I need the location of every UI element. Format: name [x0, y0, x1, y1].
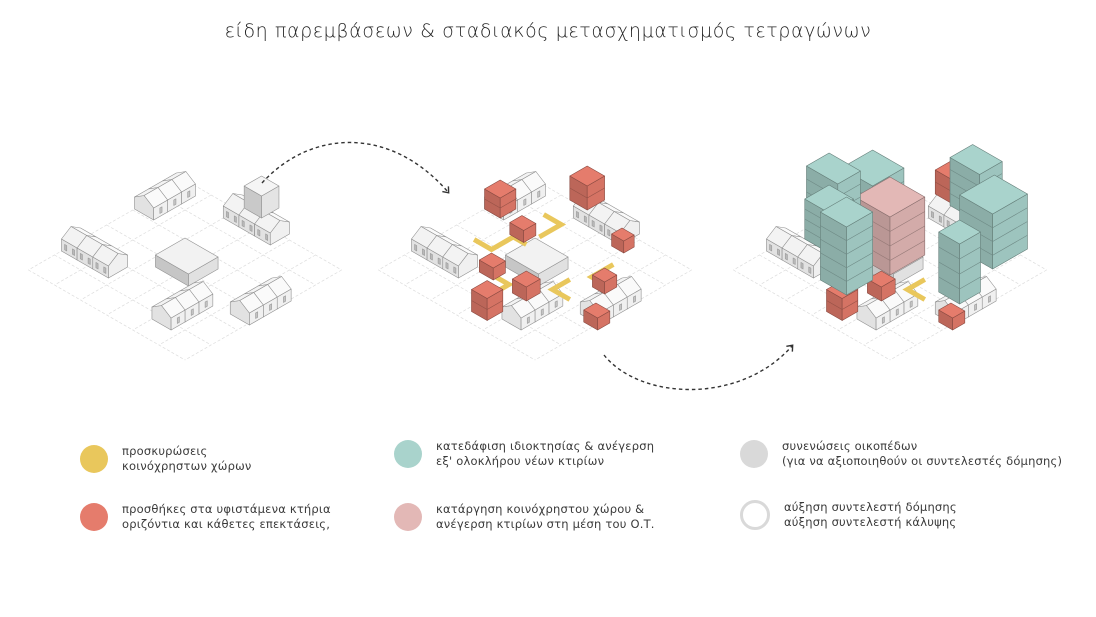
extension-red	[583, 302, 611, 331]
legend-line: (για να αξιοποιηθούν οι συντελεστές δόμη…	[782, 454, 1063, 468]
existing-house	[442, 244, 478, 279]
two-storey-house	[243, 175, 280, 219]
legend-line: κατεδάφιση ιδιοκτησίας & ανέγερση	[436, 439, 655, 453]
legend-line: κοινόχρηστων χώρων	[122, 459, 252, 473]
legend-line: συνενώσεις οικοπέδων	[782, 439, 918, 453]
extension-red	[484, 179, 517, 219]
existing-house	[501, 297, 536, 331]
legend-dot-grey	[740, 440, 768, 468]
legend-item-ring: αύξηση συντελεστή δόμησης αύξηση συντελε…	[740, 500, 957, 530]
diagram-title: είδη παρεμβάσεων & σταδιακός μετασχηματι…	[224, 20, 872, 42]
legend-label: κατεδάφιση ιδιοκτησίας & ανέγερση εξ' ολ…	[436, 439, 654, 469]
existing-house	[134, 187, 168, 221]
legend-label: προσθήκες στα υφιστάμενα κτήρια οριζόντι…	[122, 502, 331, 532]
stage-1-existing-block	[28, 171, 342, 361]
legend-line: οριζόντια και κάθετες επεκτάσεις,	[122, 517, 331, 531]
legend-line: προσκυρώσεις	[122, 444, 208, 458]
legend-line: κατάργηση κοινόχρηστου χώρου &	[436, 502, 645, 516]
legend-label: αύξηση συντελεστή δόμησης αύξηση συντελε…	[784, 500, 957, 530]
existing-house	[92, 244, 128, 279]
extension-red	[509, 215, 537, 243]
legend-item-grey: συνενώσεις οικοπέδων (για να αξιοποιηθού…	[740, 439, 1062, 469]
legend-label: κατάργηση κοινόχρηστου χώρου & ανέγερση …	[436, 502, 655, 532]
extension-red	[867, 270, 896, 302]
central-existing-building	[155, 237, 219, 287]
transition-arrow-2	[603, 344, 794, 391]
extension-red	[611, 227, 635, 254]
extension-red	[938, 302, 966, 331]
public-space-path	[902, 277, 927, 302]
extension-red	[569, 165, 605, 211]
extension-red	[512, 270, 541, 302]
extension-red	[471, 280, 504, 321]
legend-ring-outline	[740, 500, 770, 530]
extension-red	[479, 252, 506, 281]
existing-house	[229, 292, 264, 326]
new-building-teal	[820, 196, 873, 296]
legend-line: ανέγερση κτιρίων στη μέση του Ο.Τ.	[436, 517, 655, 531]
legend-label: προσκυρώσεις κοινόχρηστων χώρων	[122, 444, 252, 474]
legend-line: εξ' ολοκλήρου νέων κτιρίων	[436, 454, 605, 468]
legend-dot-red	[80, 503, 108, 531]
legend-item-red: προσθήκες στα υφιστάμενα κτήρια οριζόντι…	[80, 502, 331, 532]
legend-item-yellow: προσκυρώσεις κοινόχρηστων χώρων	[80, 444, 252, 474]
legend-dot-teal	[394, 440, 422, 468]
legend-item-pink: κατάργηση κοινόχρηστου χώρου & ανέγερση …	[394, 502, 655, 532]
existing-house	[856, 297, 891, 331]
legend-line: προσθήκες στα υφιστάμενα κτήρια	[122, 502, 331, 516]
stage-3-transformed-block	[733, 144, 1047, 361]
legend-line: αύξηση συντελεστή κάλυψης	[784, 515, 957, 529]
legend-label: συνενώσεις οικοπέδων (για να αξιοποιηθού…	[782, 439, 1062, 469]
new-building-teal	[938, 219, 981, 305]
transition-arrow-1	[261, 141, 450, 194]
legend-line: αύξηση συντελεστή δόμησης	[784, 500, 957, 514]
stage-2-additions	[378, 165, 692, 361]
plot-grid	[28, 179, 342, 361]
legend-dot-pink	[394, 503, 422, 531]
public-space-path	[538, 212, 567, 240]
existing-house	[151, 297, 186, 331]
public-space-path	[547, 277, 572, 302]
extension-red	[592, 267, 618, 295]
legend-item-teal: κατεδάφιση ιδιοκτησίας & ανέγερση εξ' ολ…	[394, 439, 654, 469]
legend-dot-yellow	[80, 445, 108, 473]
public-space-path	[472, 234, 528, 253]
